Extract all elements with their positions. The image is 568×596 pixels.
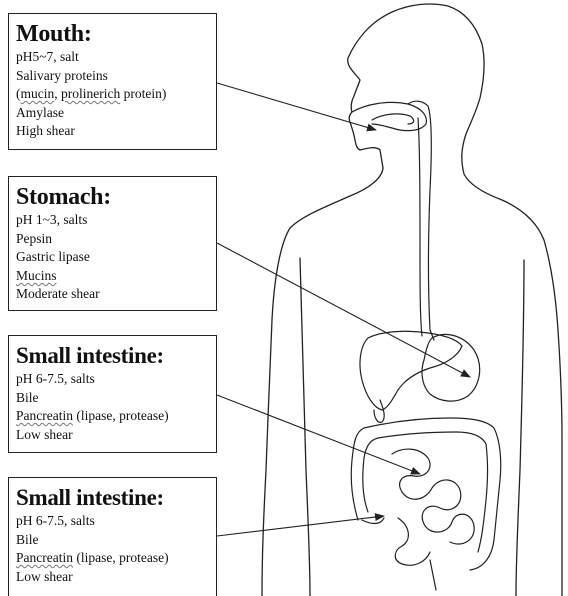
separator: ,: [54, 86, 61, 101]
gallbladder: [374, 400, 384, 422]
appendix: [362, 518, 384, 524]
mouth-title: Mouth:: [16, 20, 216, 48]
mouth-shear: High shear: [16, 122, 216, 141]
rectum: [430, 560, 436, 590]
arrow-large-intestine: [217, 516, 384, 536]
mouth-amylase: Amylase: [16, 104, 216, 123]
stomach-ph: pH 1~3, salts: [16, 211, 216, 230]
pancreatin-detail-2: (lipase, protease): [73, 550, 169, 565]
arm-line-left: [300, 258, 310, 596]
arm-line-right: [516, 260, 524, 596]
stomach-mucins: Mucins: [16, 267, 216, 286]
small-intestine-ph: pH 6-7.5, salts: [16, 370, 216, 389]
stomach-pepsin: Pepsin: [16, 230, 216, 249]
tongue: [372, 114, 414, 124]
stomach-shear: Moderate shear: [16, 285, 216, 304]
small-intestine-bile: Bile: [16, 389, 216, 408]
head-outline: [262, 168, 383, 596]
small-intestine-pancreatin-2: Pancreatin (lipase, protease): [16, 549, 216, 568]
human-body-outline: [262, 4, 562, 596]
stomach-title: Stomach:: [16, 183, 216, 211]
liver: [360, 331, 462, 410]
mouth-protein-list: (mucin, prolinerich protein): [16, 85, 216, 104]
mucins-term: Mucins: [16, 268, 57, 283]
stomach-label-box: Stomach: pH 1~3, salts Pepsin Gastric li…: [8, 176, 217, 311]
arrow-small-intestine: [217, 395, 420, 474]
mouth-proteins: Salivary proteins: [16, 67, 216, 86]
digestive-tract: [351, 101, 501, 590]
large-intestine-inner: [363, 432, 488, 552]
large-intestine: [351, 418, 501, 570]
pancreatin-term-2: Pancreatin: [16, 550, 73, 565]
pancreatin-term: Pancreatin: [16, 408, 73, 423]
esophagus-inner: [418, 118, 422, 336]
small-intestine-pancreatin: Pancreatin (lipase, protease): [16, 407, 216, 426]
arrow-mouth: [217, 83, 376, 130]
small-intestine-ph-2: pH 6-7.5, salts: [16, 512, 216, 531]
small-intestine-bile-2: Bile: [16, 531, 216, 550]
stomach-lipase: Gastric lipase: [16, 248, 216, 267]
small-intestine-coils: [392, 449, 474, 565]
prolinerich-term: prolinerich: [61, 86, 120, 101]
mouth-ph: pH5~7, salt: [16, 48, 216, 67]
small-intestine-title: Small intestine:: [16, 342, 216, 370]
mouth-label-box: Mouth: pH5~7, salt Salivary proteins (mu…: [8, 13, 217, 150]
mucin-term: mucin: [21, 86, 55, 101]
pointer-arrows: [217, 83, 470, 536]
small-intestine-label-box-2: Small intestine: pH 6-7.5, salts Bile Pa…: [8, 477, 217, 596]
small-intestine-label-box: Small intestine: pH 6-7.5, salts Bile Pa…: [8, 335, 217, 453]
small-intestine-shear: Low shear: [16, 426, 216, 445]
small-intestine-shear-2: Low shear: [16, 568, 216, 587]
protein-suffix: protein): [120, 86, 166, 101]
arrow-stomach: [217, 243, 470, 377]
pancreatin-detail: (lipase, protease): [73, 408, 169, 423]
small-intestine-title-2: Small intestine:: [16, 484, 216, 512]
